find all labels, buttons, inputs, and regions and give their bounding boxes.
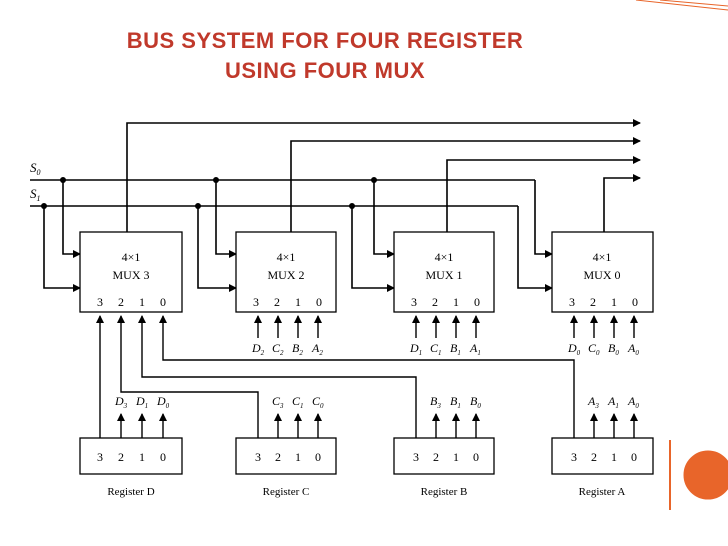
- register-b-output-labels: B3 B1 B0: [430, 394, 481, 410]
- mux-2: 4×1 MUX 2 3 2 1 0: [235, 231, 337, 313]
- mux-input-0: 0: [632, 295, 638, 309]
- mux-input-3: 3: [569, 295, 575, 309]
- register-b: 3 2 1 0 Register B: [393, 437, 495, 498]
- mux0-input-labels: D0 C0 B0 A0: [567, 341, 639, 357]
- svg-text:C0: C0: [312, 394, 324, 410]
- svg-text:A0: A0: [627, 394, 639, 410]
- mux-input-arrows: [254, 315, 638, 338]
- mux3-input-wires: [96, 315, 575, 438]
- mux-name: MUX 1: [425, 268, 462, 282]
- mux-type: 4×1: [593, 250, 612, 264]
- svg-text:C3: C3: [272, 394, 284, 410]
- register-bit-1: 1: [139, 450, 145, 464]
- svg-text:C1: C1: [292, 394, 304, 410]
- mux-input-2: 2: [432, 295, 438, 309]
- svg-text:B1: B1: [450, 341, 461, 357]
- register-bit-2: 2: [591, 450, 597, 464]
- mux-input-2: 2: [274, 295, 280, 309]
- register-output-arrows: [117, 413, 638, 438]
- svg-text:C2: C2: [272, 341, 284, 357]
- register-bit-1: 1: [453, 450, 459, 464]
- register-name: Register B: [421, 486, 468, 498]
- svg-text:A0: A0: [627, 341, 639, 357]
- register-bit-3: 3: [413, 450, 419, 464]
- svg-text:A1: A1: [469, 341, 481, 357]
- mux-input-1: 1: [295, 295, 301, 309]
- mux-type: 4×1: [277, 250, 296, 264]
- svg-text:B1: B1: [450, 394, 461, 410]
- mux-input-0: 0: [474, 295, 480, 309]
- register-c-output-labels: C3 C1 C0: [272, 394, 324, 410]
- register-name: Register A: [579, 486, 626, 498]
- mux-1: 4×1 MUX 1 3 2 1 0: [393, 231, 495, 313]
- svg-text:D2: D2: [251, 341, 265, 357]
- register-d-output-labels: D3 D1 D0: [114, 394, 170, 410]
- register-bit-0: 0: [160, 450, 166, 464]
- mux-input-3: 3: [97, 295, 103, 309]
- svg-text:A3: A3: [587, 394, 599, 410]
- svg-text:D0: D0: [567, 341, 581, 357]
- svg-text:C1: C1: [430, 341, 442, 357]
- mux-name: MUX 0: [583, 268, 620, 282]
- register-bit-2: 2: [118, 450, 124, 464]
- mux2-input-labels: D2 C2 B2 A2: [251, 341, 323, 357]
- mux-input-3: 3: [253, 295, 259, 309]
- register-bit-2: 2: [433, 450, 439, 464]
- select-s1-label: S1: [30, 186, 41, 203]
- register-c: 3 2 1 0 Register C: [235, 437, 337, 498]
- register-name: Register C: [263, 486, 310, 498]
- mux1-input-labels: D1 C1 B1 A1: [409, 341, 481, 357]
- svg-text:C0: C0: [588, 341, 600, 357]
- svg-text:D3: D3: [114, 394, 128, 410]
- register-bit-0: 0: [315, 450, 321, 464]
- register-bit-3: 3: [571, 450, 577, 464]
- register-a-output-labels: A3 A1 A0: [587, 394, 639, 410]
- svg-text:A2: A2: [311, 341, 323, 357]
- select-s0-label: S0: [30, 160, 41, 177]
- select-lines: [30, 179, 553, 292]
- register-bit-0: 0: [631, 450, 637, 464]
- mux-type: 4×1: [435, 250, 454, 264]
- mux-input-3: 3: [411, 295, 417, 309]
- mux-name: MUX 3: [112, 268, 149, 282]
- select-junctions: [41, 177, 377, 209]
- slide-title-line-2: USING FOUR MUX: [224, 58, 426, 83]
- slide-title-line-1: BUS SYSTEM FOR FOUR REGISTER: [126, 28, 524, 53]
- mux-0: 4×1 MUX 0 3 2 1 0: [551, 231, 654, 313]
- mux-input-1: 1: [611, 295, 617, 309]
- mux-input-2: 2: [590, 295, 596, 309]
- corner-decoration-top: [635, 0, 728, 11]
- svg-text:B0: B0: [608, 341, 619, 357]
- svg-text:D1: D1: [135, 394, 148, 410]
- mux-type: 4×1: [122, 250, 141, 264]
- register-bit-3: 3: [97, 450, 103, 464]
- slide-title: BUS SYSTEM FOR FOUR REGISTER USING FOUR …: [40, 26, 610, 86]
- slide-accent-circle: [669, 440, 728, 510]
- svg-text:D0: D0: [156, 394, 170, 410]
- svg-text:A1: A1: [607, 394, 619, 410]
- register-d: 3 2 1 0 Register D: [79, 437, 183, 498]
- svg-text:B2: B2: [292, 341, 303, 357]
- register-bit-1: 1: [295, 450, 301, 464]
- mux-name: MUX 2: [267, 268, 304, 282]
- svg-text:B3: B3: [430, 394, 441, 410]
- svg-text:B0: B0: [470, 394, 481, 410]
- register-name: Register D: [107, 486, 154, 498]
- register-bit-0: 0: [473, 450, 479, 464]
- mux-input-0: 0: [160, 295, 166, 309]
- register-bit-2: 2: [275, 450, 281, 464]
- register-bit-3: 3: [255, 450, 261, 464]
- mux-input-1: 1: [139, 295, 145, 309]
- mux-input-2: 2: [118, 295, 124, 309]
- register-a: 3 2 1 0 Register A: [551, 437, 654, 498]
- mux-input-0: 0: [316, 295, 322, 309]
- register-bit-1: 1: [611, 450, 617, 464]
- bus-output-lines: [126, 119, 641, 232]
- svg-text:D1: D1: [409, 341, 422, 357]
- mux-input-1: 1: [453, 295, 459, 309]
- mux-3: 4×1 MUX 3 3 2 1 0: [79, 231, 183, 313]
